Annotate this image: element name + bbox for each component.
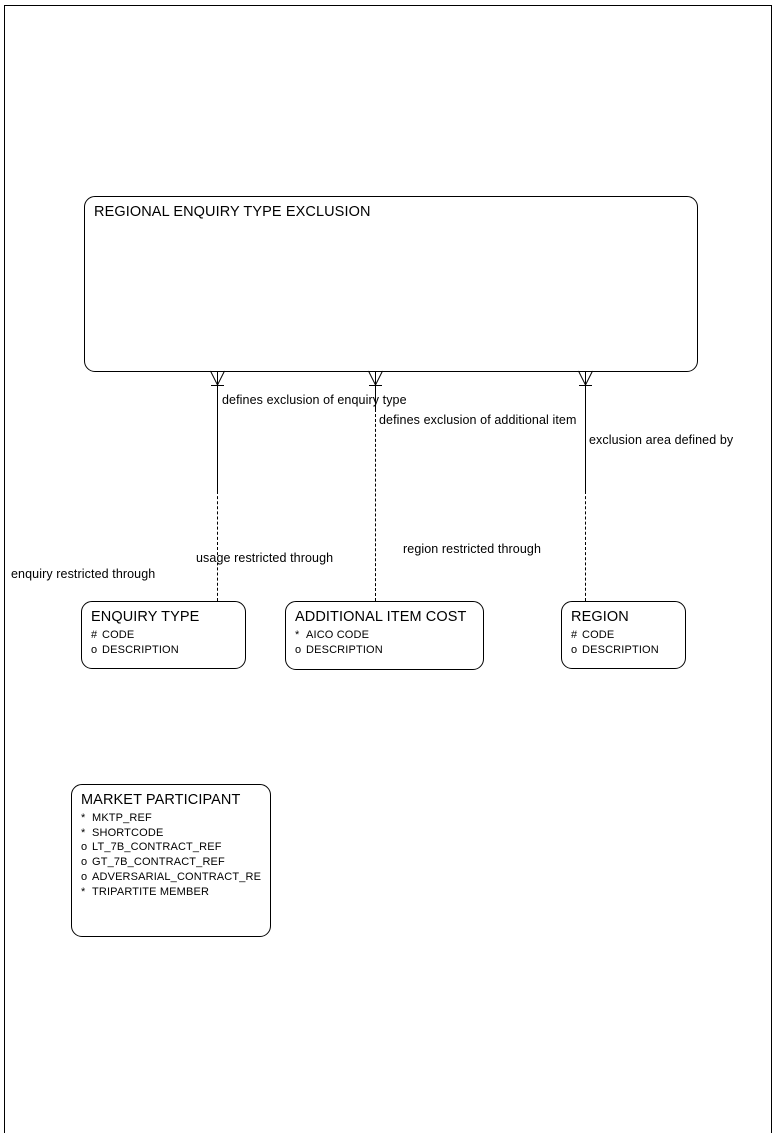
relationship-line-region-solid <box>585 384 586 491</box>
relationship-line-region-dashed <box>585 491 586 601</box>
relationship-label-exclusion-area-defined-by: exclusion area defined by <box>589 433 734 447</box>
attribute-name: DESCRIPTION <box>102 643 179 656</box>
attribute-name: CODE <box>582 629 615 641</box>
attribute-list: # CODE o DESCRIPTION <box>91 628 245 657</box>
attribute-marker: * <box>295 629 300 641</box>
entity-additional-item-cost[interactable]: ADDITIONAL ITEM COST * AICO CODE o DESCRIP… <box>285 601 484 670</box>
attribute-row: # CODE <box>571 628 685 643</box>
attribute-marker: # <box>91 629 98 641</box>
entity-title: REGIONAL ENQUIRY TYPE EXCLUSION <box>94 204 371 220</box>
attribute-name: DESCRIPTION <box>582 643 659 656</box>
attribute-name: GT_7B_CONTRACT_REF <box>92 856 225 869</box>
attribute-name: DESCRIPTION <box>306 643 383 656</box>
entity-regional-enquiry-type-exclusion[interactable]: REGIONAL ENQUIRY TYPE EXCLUSION <box>84 196 698 372</box>
entity-enquiry-type[interactable]: ENQUIRY TYPE # CODE o DESCRIPTION <box>81 601 246 669</box>
crowfoot-region <box>578 370 593 386</box>
attribute-marker: o <box>81 856 88 869</box>
relationship-label-defines-exclusion-of-additional-item: defines exclusion of additional item <box>379 413 577 427</box>
entity-title: MARKET PARTICIPANT <box>81 792 241 808</box>
attribute-row: o DESCRIPTION <box>91 643 245 658</box>
attribute-marker: o <box>81 870 88 883</box>
crowfoot-enquiry-type <box>210 370 225 386</box>
attribute-marker: * <box>81 812 86 824</box>
relationship-line-additional-item-dashed <box>375 409 376 601</box>
attribute-row: * MKTP_REF <box>81 811 270 826</box>
attribute-row: o LT_7B_CONTRACT_REF <box>81 840 270 855</box>
attribute-marker: o <box>571 643 578 656</box>
attribute-name: TRIPARTITE MEMBER <box>92 885 210 898</box>
attribute-name: ADVERSARIAL_CONTRACT_RE <box>92 870 262 883</box>
attribute-name: CODE <box>102 629 135 641</box>
attribute-marker: # <box>571 629 578 641</box>
entity-region[interactable]: REGION # CODE o DESCRIPTION <box>561 601 686 669</box>
attribute-marker: o <box>295 643 302 656</box>
attribute-row: * TRIPARTITE MEMBER <box>81 885 270 900</box>
attribute-marker: * <box>81 826 86 839</box>
attribute-marker: o <box>81 841 88 854</box>
attribute-name: AICO CODE <box>306 629 370 641</box>
relationship-label-enquiry-restricted-through: enquiry restricted through <box>11 567 156 581</box>
attribute-marker: o <box>91 643 98 656</box>
attribute-list: * MKTP_REF * SHORTCODE o LT_7B_CONTRACT_REF… <box>81 811 270 899</box>
entity-title: ADDITIONAL ITEM COST <box>295 609 467 625</box>
attribute-list: * AICO CODE o DESCRIPTION <box>295 628 483 657</box>
attribute-name: LT_7B_CONTRACT_REF <box>92 841 222 854</box>
relationship-line-enquiry-type-solid <box>217 384 218 491</box>
attribute-marker: * <box>81 885 86 898</box>
attribute-list: # CODE o DESCRIPTION <box>571 628 685 657</box>
relationship-label-usage-restricted-through: usage restricted through <box>196 551 334 565</box>
attribute-row: o GT_7B_CONTRACT_REF <box>81 855 270 870</box>
relationship-label-region-restricted-through: region restricted through <box>403 542 541 556</box>
entity-market-participant[interactable]: MARKET PARTICIPANT * MKTP_REF * SHORTCODE … <box>71 784 271 937</box>
attribute-row: # CODE <box>91 628 245 643</box>
attribute-row: o DESCRIPTION <box>295 643 483 658</box>
attribute-name: SHORTCODE <box>92 826 164 839</box>
entity-title: ENQUIRY TYPE <box>91 609 200 625</box>
page-border <box>4 5 772 1133</box>
attribute-row: o ADVERSARIAL_CONTRACT_RE <box>81 870 270 885</box>
entity-title: REGION <box>571 609 629 625</box>
crowfoot-additional-item <box>368 370 383 386</box>
attribute-name: MKTP_REF <box>92 812 152 824</box>
relationship-line-enquiry-type-dashed <box>217 491 218 601</box>
attribute-row: o DESCRIPTION <box>571 643 685 658</box>
attribute-row: * AICO CODE <box>295 628 483 643</box>
attribute-row: * SHORTCODE <box>81 826 270 841</box>
relationship-label-defines-exclusion-of-enquiry-type: defines exclusion of enquiry type <box>222 393 407 407</box>
relationship-line-additional-item-solid <box>375 384 376 409</box>
